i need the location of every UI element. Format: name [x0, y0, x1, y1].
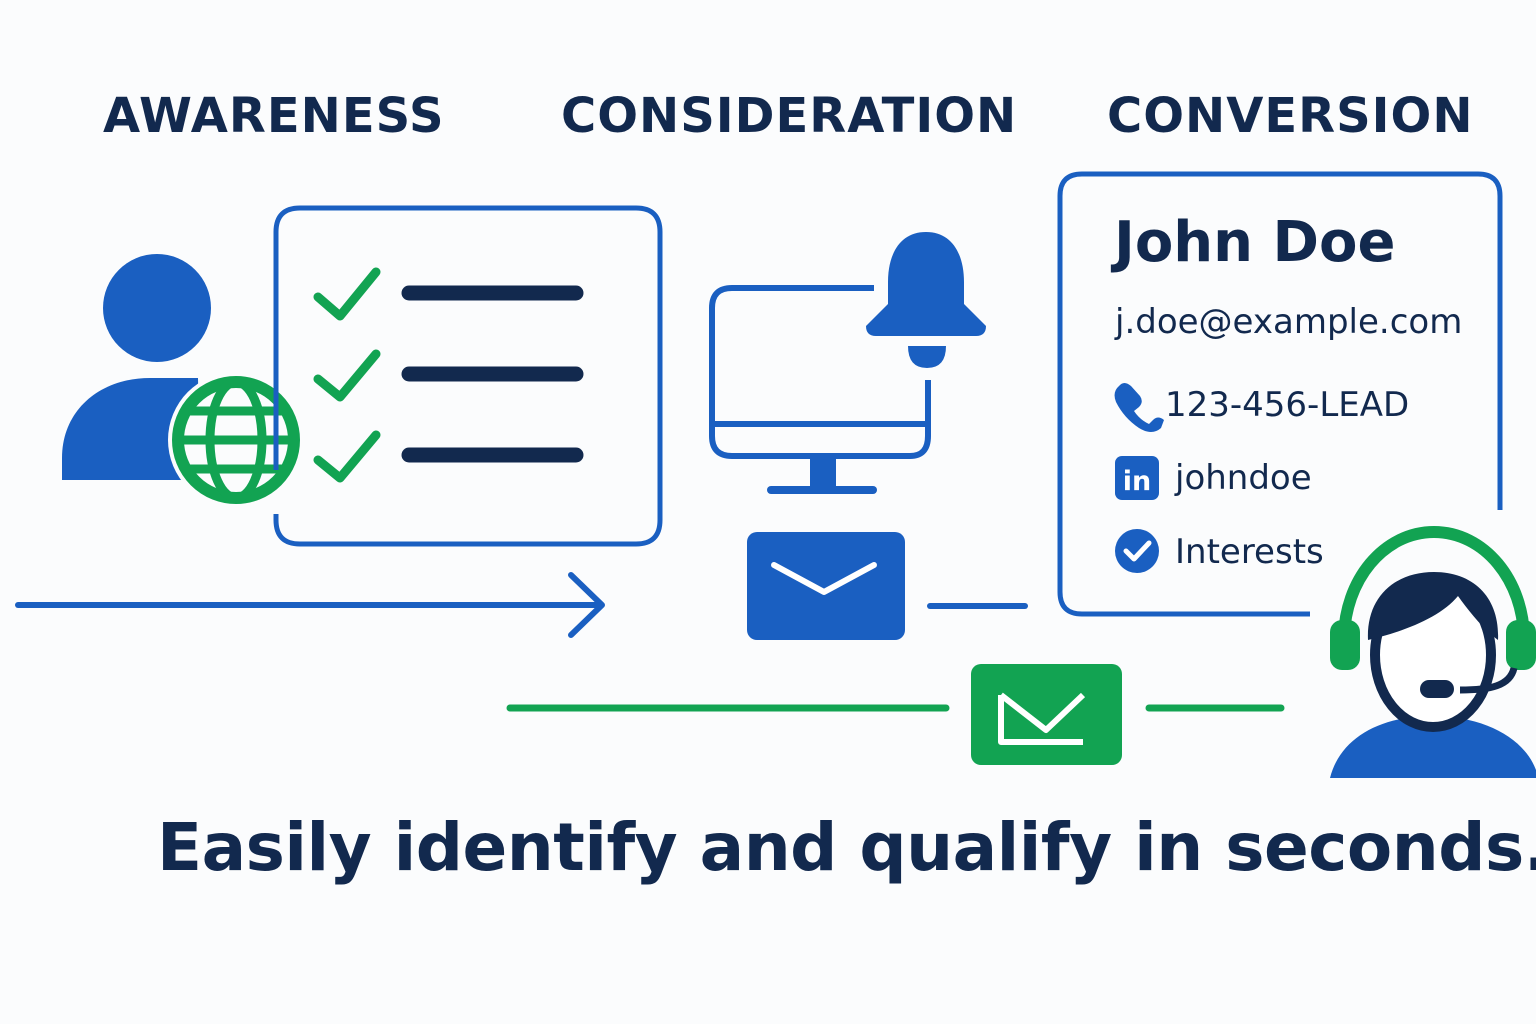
- lead-email: j.doe@example.com: [1115, 302, 1463, 342]
- globe-icon: [168, 372, 304, 508]
- stage-label-conversion: CONVERSION: [1107, 88, 1474, 144]
- stage-label-consideration: CONSIDERATION: [561, 88, 1018, 144]
- tagline: Easily identify and qualify in seconds.: [157, 809, 1536, 886]
- arrow-right-icon: [15, 572, 605, 638]
- mail-icon: [747, 532, 905, 640]
- linkedin-icon: in: [1115, 456, 1159, 500]
- checklist-icon: [273, 205, 663, 547]
- monitor-icon: [709, 285, 931, 494]
- lead-phone: 123-456-LEAD: [1165, 385, 1410, 425]
- lead-card-frame: [1057, 171, 1503, 617]
- support-agent-icon: [1330, 525, 1536, 778]
- stage-label-awareness: AWARENESS: [103, 88, 445, 144]
- linkedin-badge-text: in: [1123, 466, 1151, 497]
- lead-name: John Doe: [1114, 210, 1396, 275]
- mail-icon: [971, 664, 1122, 765]
- lead-interests: Interests: [1175, 532, 1324, 572]
- bell-icon: [866, 232, 986, 368]
- user-icon: [62, 254, 211, 480]
- lead-linkedin-handle: johndoe: [1175, 458, 1312, 498]
- check-circle-icon: [1115, 529, 1159, 573]
- phone-icon: [1114, 383, 1164, 432]
